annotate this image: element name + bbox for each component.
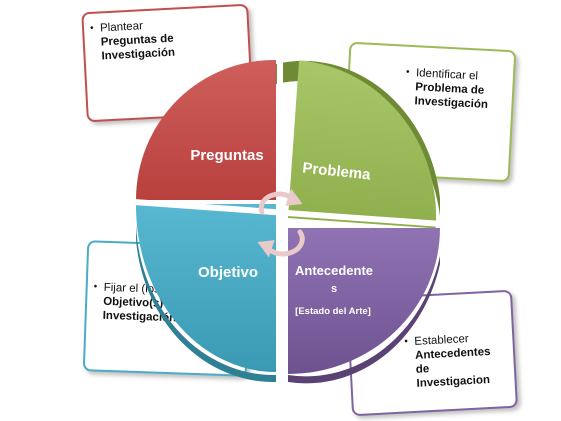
separator-horizontal (133, 199, 443, 227)
cycle-arrows-icon (257, 188, 305, 258)
quadrant-label-antecedentes-2: s (331, 283, 337, 295)
quadrant-sub-antecedentes: [Estado del Arte] (295, 306, 371, 317)
quadrant-antecedentes (288, 228, 440, 374)
quadrant-label-antecedentes-1: Antecedente (295, 263, 373, 278)
quadrant-problema (288, 60, 437, 229)
quadrant-preguntas (136, 59, 276, 200)
quadrant-label-preguntas: Preguntas (190, 147, 263, 164)
quadrant-label-objetivo: Objetivo (198, 264, 258, 281)
quadrant-objetivo (135, 204, 276, 372)
